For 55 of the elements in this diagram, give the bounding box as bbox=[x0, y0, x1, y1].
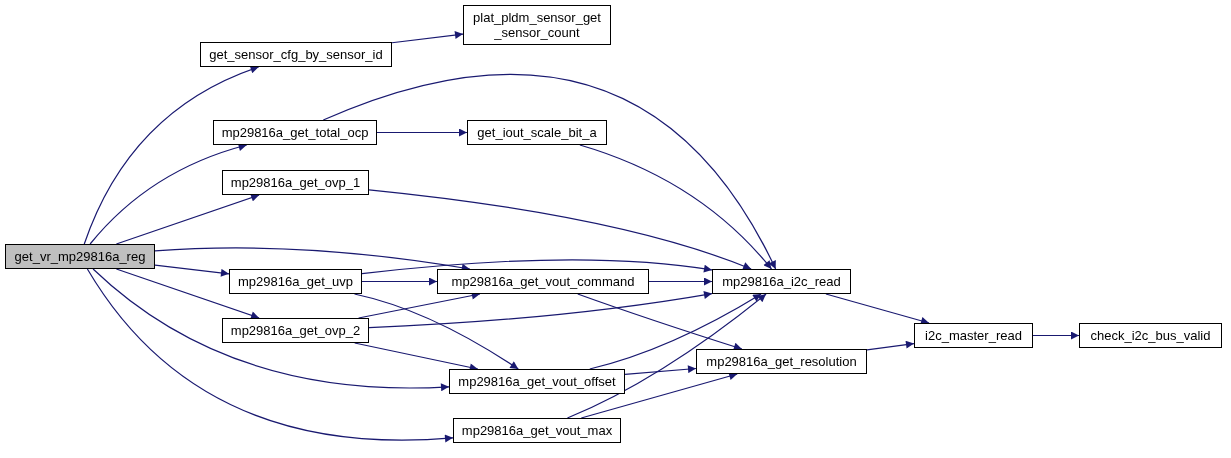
function-box bbox=[463, 5, 611, 45]
arrow bbox=[589, 293, 762, 370]
function-name: mp29816a_get_vout_command bbox=[450, 274, 636, 289]
arrow bbox=[391, 31, 464, 44]
arrow bbox=[115, 268, 260, 320]
function-box bbox=[712, 269, 851, 294]
arrow bbox=[83, 66, 260, 245]
function-box bbox=[449, 369, 625, 394]
arrow bbox=[115, 193, 260, 245]
arrow bbox=[361, 277, 438, 286]
arrow bbox=[89, 143, 248, 245]
function-box bbox=[467, 120, 607, 145]
function-name: get_sensor_cfg_by_sensor_id bbox=[208, 47, 384, 62]
arrow bbox=[368, 290, 713, 329]
arrow bbox=[361, 259, 713, 275]
arrow bbox=[579, 144, 773, 270]
function-box bbox=[222, 170, 369, 195]
function-name: mp29816a_get_uvp bbox=[237, 274, 354, 289]
arrow bbox=[322, 73, 777, 270]
function-name: mp29816a_i2c_read bbox=[721, 274, 842, 289]
function-name: mp29816a_get_vout_offset bbox=[457, 374, 617, 389]
arrow bbox=[648, 277, 713, 286]
function-name: get_vr_mp29816a_reg bbox=[13, 249, 147, 264]
function-box bbox=[213, 120, 377, 145]
function-box bbox=[696, 349, 867, 374]
function-box bbox=[437, 269, 649, 294]
arrow bbox=[92, 268, 450, 392]
function-name: mp29816a_get_resolution bbox=[705, 354, 858, 369]
function-name: i2c_master_read bbox=[924, 328, 1023, 343]
arrow bbox=[86, 268, 454, 443]
arrow bbox=[154, 264, 230, 277]
function-name: mp29816a_get_vout_max bbox=[460, 423, 614, 438]
arrow bbox=[353, 293, 519, 370]
function-name: mp29816a_get_ovp_2 bbox=[229, 323, 362, 338]
arrow bbox=[825, 293, 930, 325]
function-name: mp29816a_get_total_ocp bbox=[220, 125, 370, 140]
function-name: get_iout_scale_bit_a bbox=[476, 125, 598, 140]
function-box bbox=[453, 418, 621, 443]
arrow bbox=[566, 293, 767, 419]
function-name: mp29816a_get_ovp_1 bbox=[229, 175, 362, 190]
arrow bbox=[624, 365, 697, 375]
arrow bbox=[376, 128, 468, 137]
function-box bbox=[1079, 323, 1222, 348]
function-box bbox=[5, 244, 155, 269]
arrow bbox=[1032, 331, 1080, 340]
arrow bbox=[368, 189, 752, 270]
function-name: check_i2c_bus_valid bbox=[1089, 328, 1212, 343]
arrow bbox=[580, 372, 738, 419]
function-box bbox=[200, 42, 392, 67]
arrow bbox=[866, 340, 915, 351]
function-name: plat_pldm_sensor_get _sensor_count bbox=[472, 10, 602, 40]
arrow bbox=[577, 293, 743, 351]
function-box bbox=[222, 318, 369, 343]
function-box bbox=[229, 269, 362, 294]
function-box bbox=[914, 323, 1033, 348]
